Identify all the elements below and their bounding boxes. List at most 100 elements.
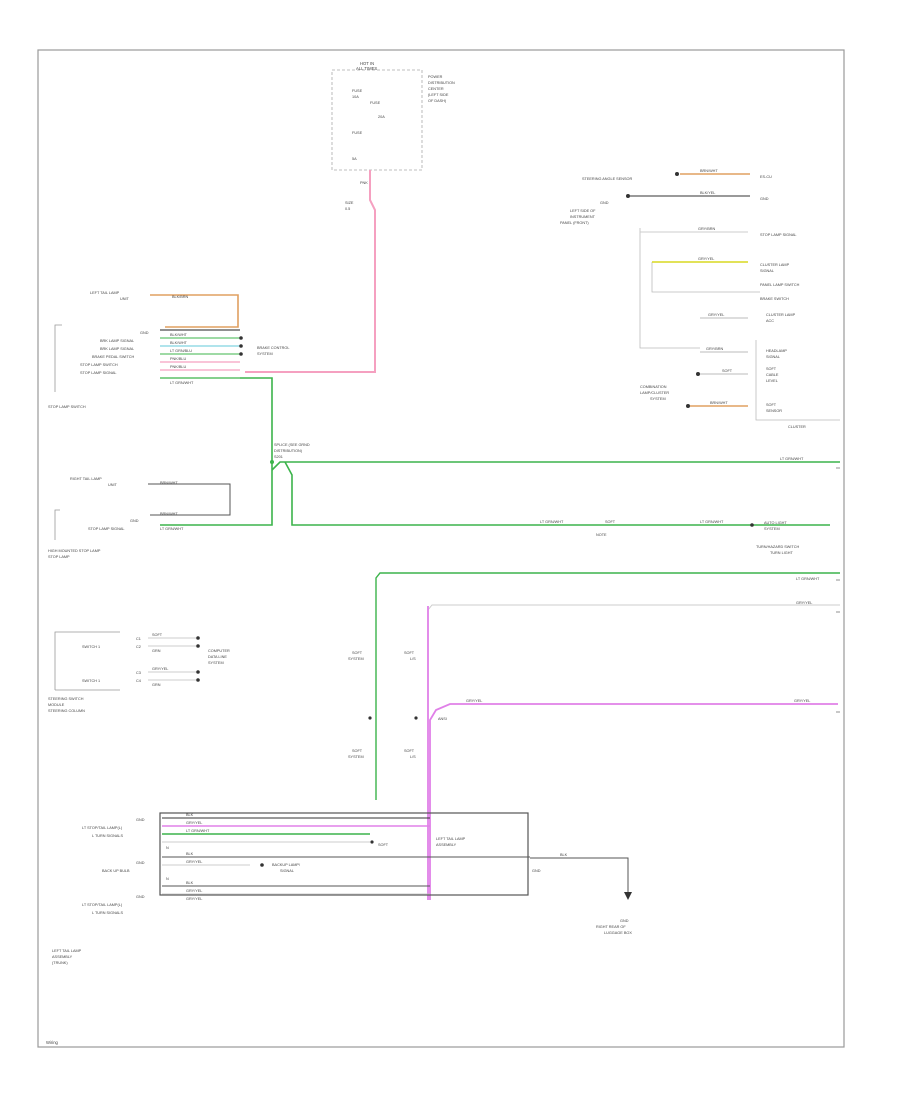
- wire-pnk-blu-2: PNK/BLU: [170, 365, 187, 369]
- turn-hazard-2: TURN LIGHT: [770, 551, 793, 555]
- bus-end-dot: [750, 523, 754, 527]
- fuse-block-title-2: ALL TIMES: [356, 66, 377, 71]
- stop-pin-2: BRK LAMP SIGNAL: [100, 339, 134, 343]
- steering-p4: C4: [136, 679, 141, 683]
- branch-dot-1: [368, 716, 372, 720]
- steering-caption-2: MODULE: [48, 703, 65, 707]
- center-caption-1: HIGH MOUNTED STOP LAMP: [48, 549, 101, 553]
- soft-cable-2: CABLE: [766, 373, 779, 377]
- wire-blk-wht-2: BLK/WHT: [170, 341, 188, 345]
- center-wire-2: BRN/WHT: [160, 512, 178, 516]
- tail-caption-1: LEFT TAIL LAMP: [52, 949, 82, 953]
- steering-dest-3: SYSTEM: [208, 661, 224, 665]
- soft-cable-wire-label: SOFT: [722, 369, 733, 373]
- backup-lamp-dot: [260, 863, 264, 867]
- tail-r1: GND: [136, 818, 145, 822]
- stop-switch-bracket: [54, 324, 62, 392]
- top-wire-dest: ES-CU: [760, 175, 772, 179]
- combo-lamp-2: LAMP/CLUSTER: [640, 391, 669, 395]
- steering-p3: C3: [136, 671, 141, 675]
- edge-ticks: [836, 467, 840, 713]
- orange-sensor-dot: [686, 404, 690, 408]
- soft-cable-3: LEVEL: [766, 379, 778, 383]
- tail-w3: LT GRN/WHT: [186, 829, 210, 833]
- sensor-2: SENSOR: [766, 409, 782, 413]
- stop-pin-4: BRAKE PEDAL SWITCH: [92, 355, 135, 359]
- black-top-wire-label: BLK/YEL: [700, 191, 715, 195]
- fuse-c-rating: 5A: [352, 157, 357, 161]
- connector-dot-3: [239, 352, 243, 356]
- pink-power-wire: [245, 170, 376, 373]
- tail-w8: GRY/YEL: [186, 897, 202, 901]
- ground-symbol: [624, 892, 632, 900]
- top-wire-dot: [675, 172, 679, 176]
- headlamp-signal: SIGNAL: [766, 355, 780, 359]
- fuse-side-5: OF DASH): [428, 99, 447, 103]
- gnd-label: GND: [600, 201, 609, 205]
- cluster-bracket-3: [755, 340, 840, 421]
- splice-label: SPLICE (SEE GRND: [274, 443, 310, 447]
- cluster-acc-wire-label: GRY/YEL: [708, 313, 724, 317]
- wire-blk-brn: BLK/BRN: [172, 295, 189, 299]
- left-tail-lamp-unit: UNIT: [120, 297, 130, 301]
- tail-w6: BLK: [186, 881, 194, 885]
- fuse-wire-1: PNK: [360, 181, 368, 185]
- panel-label-2: INSTRUMENT: [570, 215, 596, 219]
- fuse-block-title: HOT IN: [360, 61, 374, 66]
- fuse-side-1: POWER: [428, 75, 443, 79]
- fuse-side-4: (LEFT SIDE: [428, 93, 449, 97]
- steering-angle-sensor: STEERING ANGLE SENSOR: [582, 177, 632, 181]
- steering-caption-3: STEERING COLUMN: [48, 709, 85, 713]
- bus-mid-mid: SOFT: [605, 520, 616, 524]
- tail-r3: L TURN SIGNALS: [92, 834, 123, 838]
- headlamp-label: HEADLAMP: [766, 349, 787, 353]
- tail-w2: GRY/YEL: [186, 821, 202, 825]
- ground-3: LUGGAGE BOX: [604, 931, 632, 935]
- combo-lamp-1: COMBINATION: [640, 385, 667, 389]
- center-stop-lamp: SPLICE (SEE GRND DISTRIBUTION) S201 RIGH…: [48, 443, 310, 559]
- green-bus-upper: [271, 461, 840, 471]
- gray-down-wire: [427, 604, 840, 700]
- tail-w5: GRY/YEL: [186, 860, 202, 864]
- tail-r7: N: [166, 877, 169, 881]
- bus-top-wire: LT GRN/WHT: [780, 457, 804, 461]
- soft-label: SOFT: [378, 843, 389, 847]
- magenta-wire: [429, 703, 838, 900]
- green-down-wire: [375, 572, 840, 800]
- center-wire-3: LT GRN/WHT: [160, 527, 184, 531]
- branch-dot-2: [414, 716, 418, 720]
- bus-mid-right: LT GRN/WHT: [700, 520, 724, 524]
- steering-w1: SOFT: [152, 633, 163, 637]
- branch-n1: ANSI: [438, 717, 447, 721]
- green-bus-lower: [284, 461, 830, 526]
- orange-wire: [150, 294, 239, 328]
- soft-dot: [370, 840, 374, 844]
- panel-label-3: PANEL (FRONT): [560, 221, 589, 225]
- center-caption-2: STOP LAMP: [48, 555, 70, 559]
- branch-l3: SOFT: [352, 749, 363, 753]
- steering-dot-4: [196, 678, 200, 682]
- bus-wire-e: GRY/YEL: [466, 699, 482, 703]
- steering-dot-3: [196, 670, 200, 674]
- steering-bracket: [54, 631, 120, 690]
- tail-r4: N: [166, 846, 169, 850]
- steering-dest-2: DATA LINE: [208, 655, 227, 659]
- soft-cable-dot: [696, 372, 700, 376]
- fuse-wire-2: SIZE: [345, 201, 354, 205]
- center-bus: LT GRN/WHT LT GRN/WHT SOFT NOTE LT GRN/W…: [375, 457, 840, 900]
- tail-w7: GRY/YEL: [186, 889, 202, 893]
- auto-light-2: SYSTEM: [764, 527, 780, 531]
- steering-p2: C2: [136, 645, 141, 649]
- stop-pin-6: STOP LAMP SIGNAL: [80, 371, 117, 375]
- branch-l1: SOFT: [352, 651, 363, 655]
- orange-sensor-wire-label: BRN/WHT: [710, 401, 728, 405]
- backup-lamp-2: SIGNAL: [280, 869, 294, 873]
- wire-lt-grn-wht: LT GRN/WHT: [170, 381, 194, 385]
- brake-switch-label: BRAKE SWITCH: [760, 297, 789, 301]
- tail-lamp-box: [159, 812, 529, 896]
- fuse-c-label: FUSE: [352, 131, 363, 135]
- stop-pin-1: GND: [140, 331, 149, 335]
- stop-lamp-switch: LEFT TAIL LAMP UNIT BLK/BRN GND BRK LAMP…: [48, 291, 290, 409]
- cluster-label: CLUSTER: [788, 425, 806, 429]
